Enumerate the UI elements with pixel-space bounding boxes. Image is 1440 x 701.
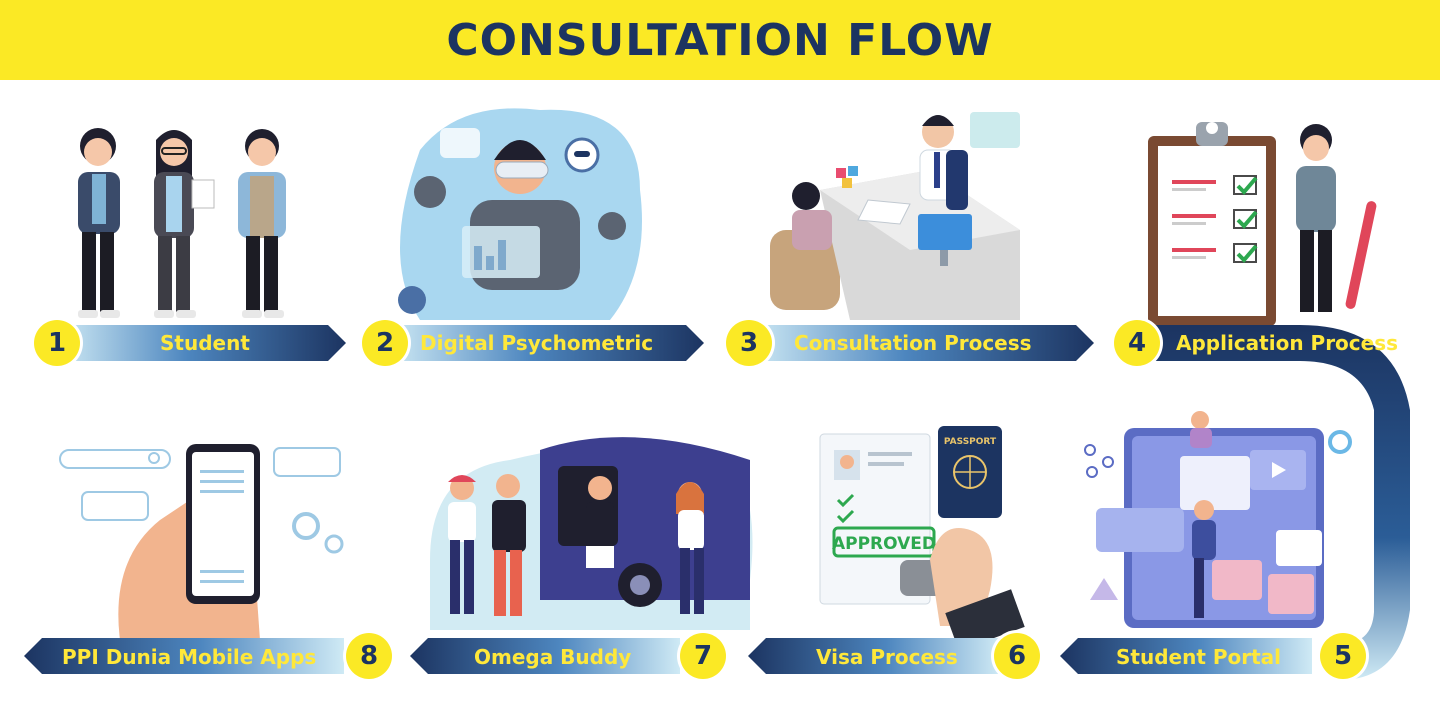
ribbon-step-5 <box>1060 638 1312 674</box>
digital-psychometric-illustration <box>398 108 642 320</box>
step-badge-1: 1 <box>34 320 80 366</box>
student-portal-illustration <box>1084 411 1352 628</box>
step-label-5: Student Portal <box>1116 645 1282 669</box>
students-illustration <box>78 128 286 318</box>
ribbon-step-6 <box>748 638 1000 674</box>
step-label-3: Consultation Process <box>794 331 1032 355</box>
ribbon-step-1 <box>58 325 346 361</box>
step-label-6: Visa Process <box>816 645 958 669</box>
consultation-illustration <box>770 112 1020 320</box>
step-badge-3: 3 <box>726 320 772 366</box>
passport-text: PASSPORT <box>944 437 997 447</box>
header-banner: CONSULTATION FLOW <box>0 0 1440 80</box>
step-label-7: Omega Buddy <box>474 645 632 669</box>
step-badge-6: 6 <box>994 633 1040 679</box>
ribbon-step-7 <box>410 638 680 674</box>
application-illustration <box>1148 122 1377 326</box>
step-label-2: Digital Psychometric <box>420 331 654 355</box>
step-badge-5: 5 <box>1320 633 1366 679</box>
ribbon-step-4 <box>1136 325 1410 680</box>
step-label-1: Student <box>160 331 250 355</box>
ribbon-step-8 <box>24 638 344 674</box>
step-badge-8: 8 <box>346 633 392 679</box>
bottom-ribbons <box>24 638 1312 674</box>
ribbon-step-3 <box>750 325 1094 361</box>
step-badge-4: 4 <box>1114 320 1160 366</box>
student-figure-3 <box>238 129 286 318</box>
omega-buddy-illustration <box>430 437 753 630</box>
step-badge-2: 2 <box>362 320 408 366</box>
mobile-app-illustration <box>59 444 344 640</box>
visa-illustration: PASSPORT APPROVED <box>819 426 1025 651</box>
page-title: CONSULTATION FLOW <box>446 14 994 66</box>
student-figure-2 <box>154 130 215 318</box>
top-ribbons <box>58 325 1410 680</box>
ribbon-step-2 <box>388 325 704 361</box>
approved-stamp-text: APPROVED <box>832 534 936 554</box>
student-figure-1 <box>78 128 120 318</box>
step-label-8: PPI Dunia Mobile Apps <box>62 645 317 669</box>
step-badge-7: 7 <box>680 633 726 679</box>
step-label-4: Application Process <box>1176 331 1399 355</box>
